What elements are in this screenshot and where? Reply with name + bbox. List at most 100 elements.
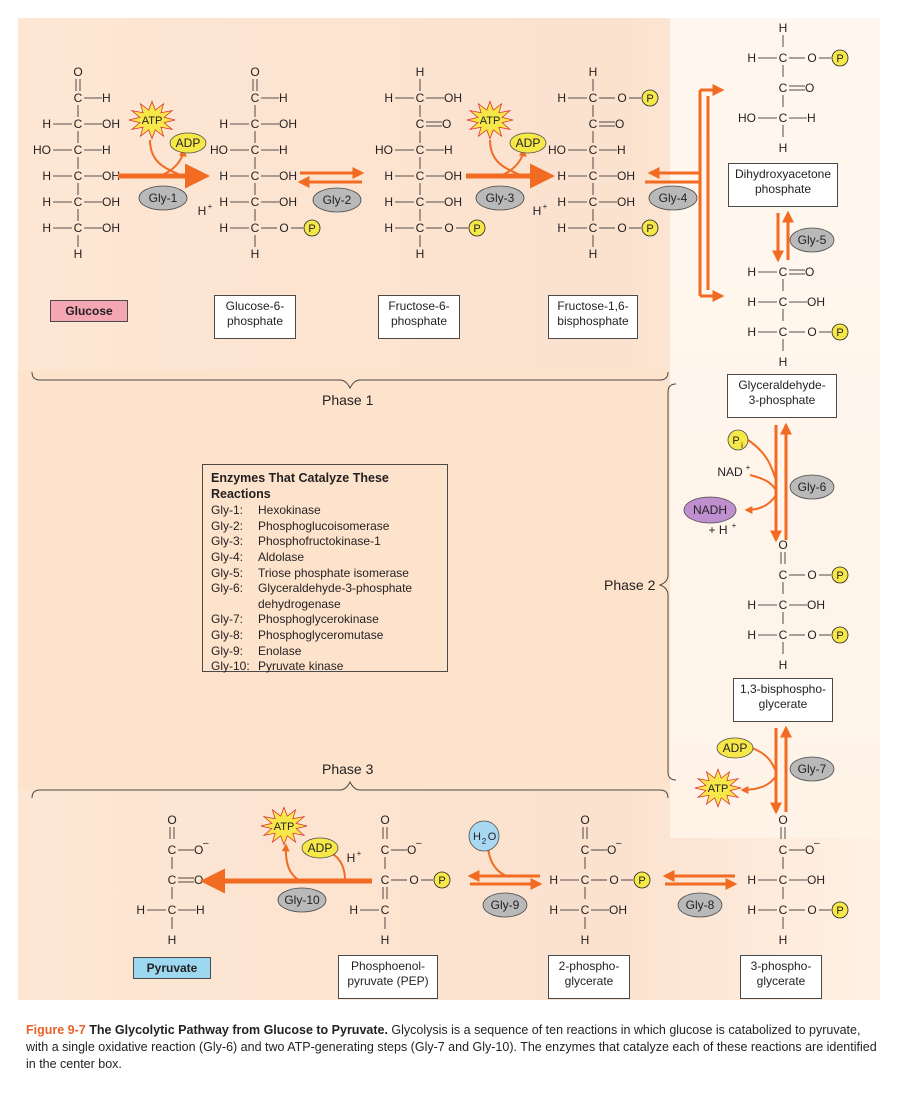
phosphate-group: P — [831, 49, 849, 67]
enzyme-row: Gly-3:Phosphofructokinase-1 — [211, 534, 439, 550]
substituent: H — [219, 169, 228, 183]
carbon-atom: C — [589, 169, 598, 183]
carbon-atom: C — [581, 873, 590, 887]
phosphate-circle — [641, 89, 659, 107]
plus-sign: + — [208, 202, 213, 211]
atom-label: H — [779, 141, 788, 155]
enzyme-oval-gly10-text: Gly-10 — [284, 893, 320, 907]
substituent: H — [549, 873, 558, 887]
adp-oval-text: ADP — [723, 741, 748, 755]
phosphate-circle — [831, 49, 849, 67]
substituent: HO — [548, 143, 566, 157]
nadh-oval: NADH — [683, 496, 737, 524]
enzyme-oval-gly9: Gly-9 — [482, 892, 528, 918]
enzyme-row-key: Gly-10: — [211, 659, 250, 674]
enzyme-row-name: Phosphoglucoisomerase — [258, 518, 390, 533]
atp-burst-text: ATP — [142, 115, 163, 127]
enzyme-row-key: Gly-4: — [211, 549, 244, 564]
carbon-atom: C — [779, 628, 788, 642]
substituent: HO — [210, 143, 228, 157]
substituent: H — [557, 195, 566, 209]
carbon-atom: C — [168, 873, 177, 887]
pyruvate-label: Pyruvate — [133, 957, 211, 979]
substituent: H — [42, 169, 51, 183]
carbon-atom: C — [381, 843, 390, 857]
enzyme-row-name: Phosphoglycerokinase — [258, 612, 379, 627]
phosphate-group: P — [831, 626, 849, 644]
substituent: H — [557, 221, 566, 235]
carbon-atom: C — [74, 195, 83, 209]
oxygen-atom: O — [73, 65, 82, 79]
gly7-atp-out — [740, 775, 777, 794]
atp-burst: ATP — [466, 100, 514, 140]
adp-oval: ADP — [716, 737, 754, 759]
pi-circle — [727, 429, 749, 451]
enzyme-oval-gly10: Gly-10 — [277, 887, 327, 913]
phosphate-group: P — [831, 566, 849, 584]
enzyme-row: Gly-6:Glyceraldehyde-3-phosphate — [211, 581, 439, 597]
carbon-atom: C — [581, 843, 590, 857]
atom-label: H — [168, 933, 177, 947]
glyceraldehyde-3-phosphate-label: Glyceraldehyde-3-phosphate — [727, 374, 837, 418]
enzyme-row: Gly-9:Enolase — [211, 644, 439, 660]
enzyme-oval-gly1: Gly-1 — [138, 185, 188, 211]
substituent: OH — [102, 195, 120, 209]
phosphate-group: P — [633, 871, 651, 889]
oxygen-atom: O — [807, 325, 816, 339]
figure-number: Figure 9-7 — [26, 1023, 86, 1037]
3-phosphoglycerate-label: 3-phospho-glycerate — [740, 955, 822, 999]
enzyme-row: Gly-1:Hexokinase — [211, 503, 439, 519]
phosphate-group: P — [831, 323, 849, 341]
enzyme-row-key: Gly-7: — [211, 612, 244, 627]
carbon-atom: C — [581, 903, 590, 917]
enzyme-oval-gly6-shape — [789, 474, 835, 500]
enzyme-row: Gly-8:Phosphoglyceromutase — [211, 628, 439, 644]
oxygen-atom: O — [407, 843, 416, 857]
substituent: H — [279, 91, 288, 105]
carbon-atom: C — [416, 169, 425, 183]
carbon-atom: C — [251, 91, 260, 105]
gly10-atp-out — [281, 843, 301, 882]
phosphate-letter: P — [836, 570, 843, 582]
enzyme-row-name: dehydrogenase — [258, 596, 341, 611]
reaction-arrows — [118, 84, 794, 894]
substituent: OH — [102, 169, 120, 183]
carbon-atom: C — [779, 598, 788, 612]
phosphoenolpyruvate-label: Phosphoenol-pyruvate (PEP) — [338, 955, 438, 999]
oxygen-atom: O — [609, 873, 618, 887]
substituent: H — [807, 111, 816, 125]
phase-2-label: Phase 2 — [604, 577, 656, 593]
oxygen-atom: O — [807, 628, 816, 642]
figure-caption: Figure 9-7 The Glycolytic Pathway from G… — [26, 1022, 886, 1073]
carbon-atom: C — [74, 117, 83, 131]
substituent: H — [42, 117, 51, 131]
phosphate-circle — [468, 219, 486, 237]
enzyme-row: Gly-4: Aldolase — [211, 550, 439, 566]
phosphate-circle — [831, 323, 849, 341]
enzyme-oval-gly5-shape — [789, 227, 835, 253]
adp-oval-text: ADP — [308, 841, 333, 855]
plus-sign: + — [732, 521, 737, 530]
phosphate-circle — [641, 219, 659, 237]
phosphate-letter: P — [836, 905, 843, 917]
substituent: OH — [279, 117, 297, 131]
carbon-atom: C — [779, 873, 788, 887]
oxygen-atom: O — [194, 873, 203, 887]
substituent: H — [136, 903, 145, 917]
enzyme-oval-gly3-text: Gly-3 — [486, 191, 515, 205]
substituent: H — [42, 221, 51, 235]
oxygen-atom: O — [194, 843, 203, 857]
enzyme-row: Gly-2:Phosphoglucoisomerase — [211, 519, 439, 535]
gly6-nad-in — [749, 474, 777, 491]
oxygen-atom: O — [279, 221, 288, 235]
substituent: H — [384, 195, 393, 209]
substituent: H — [549, 903, 558, 917]
fructose-6-phosphate-label: Fructose-6-phosphate — [378, 295, 460, 339]
enzyme-oval-gly5-text: Gly-5 — [798, 233, 827, 247]
enzyme-row-name: Aldolase — [258, 549, 305, 564]
